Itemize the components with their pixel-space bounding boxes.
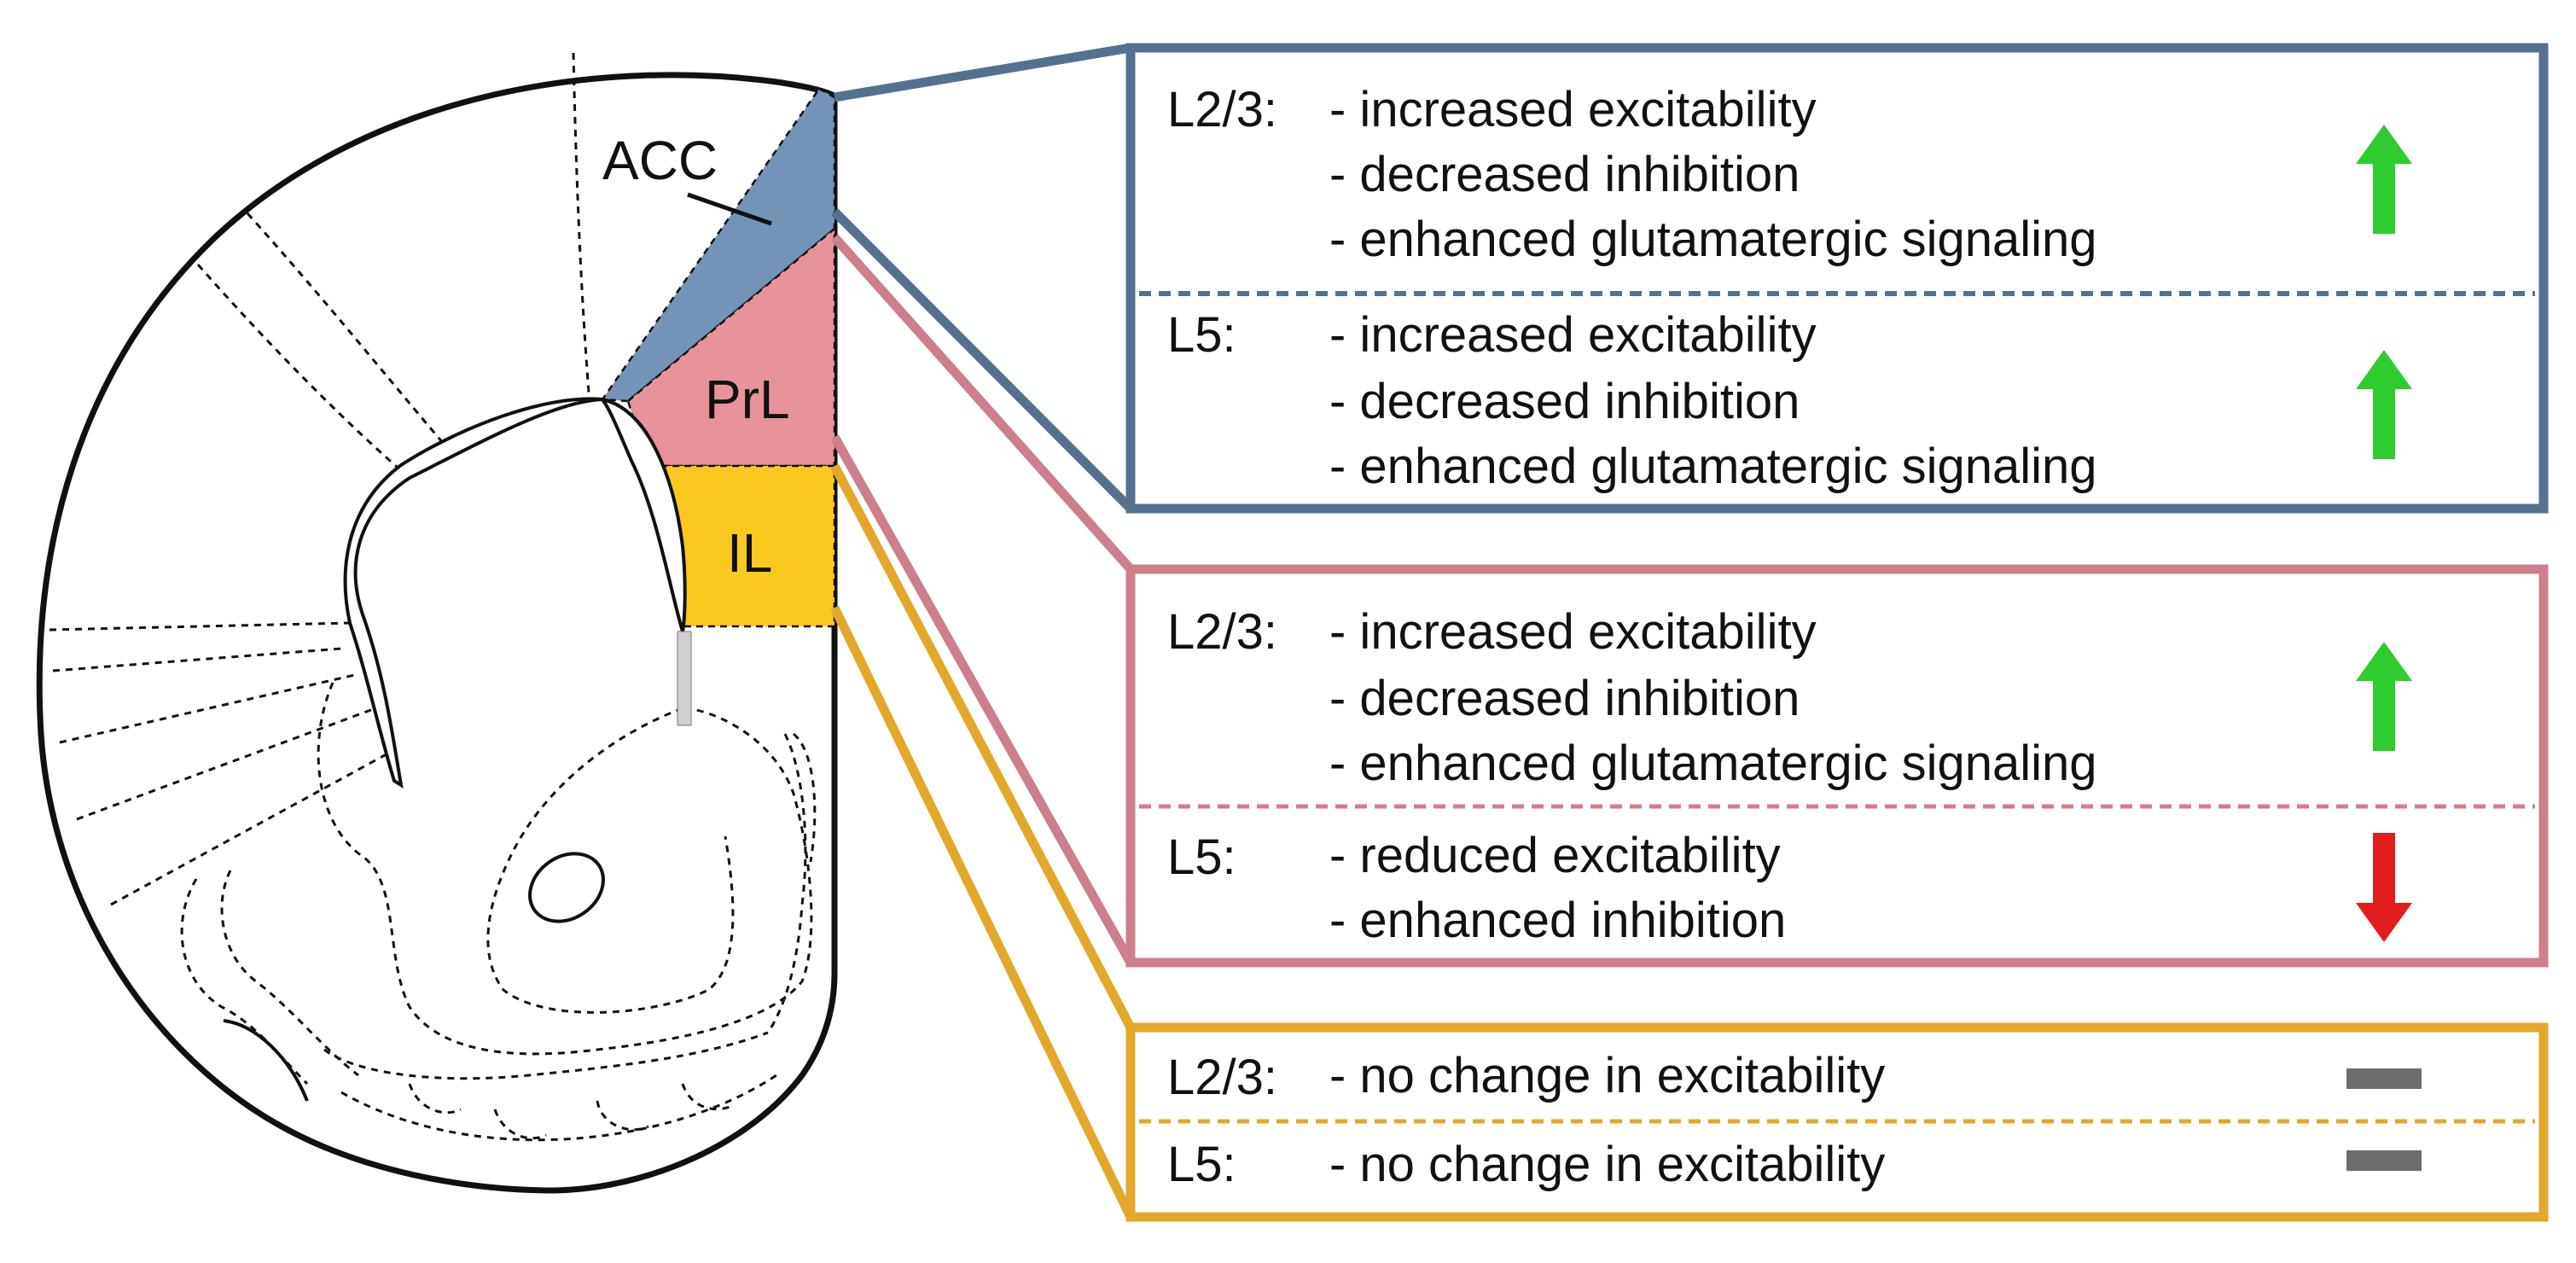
il-l5-layer-label: L5: (1167, 1137, 1236, 1192)
prl-l23-layer-label: L2/3: (1167, 604, 1277, 660)
connector-acc-top (834, 43, 1131, 102)
prl-l5-item-1: - reduced excitability (1329, 828, 1781, 883)
region-label-il: IL (727, 522, 772, 584)
panel-acc: L2/3: - increased excitability - decreas… (1125, 43, 2549, 514)
brain-section: ACC PrL IL (36, 52, 838, 1194)
acc-l5-item-3: - enhanced glutamatergic signaling (1329, 439, 2097, 494)
panel-il: L2/3: - no change in excitability L5: - … (1125, 1022, 2549, 1222)
il-l23-item-1: - no change in excitability (1329, 1048, 1885, 1103)
acc-l5-item-2: - decreased inhibition (1329, 374, 1800, 429)
connector-prl-bottom (830, 434, 1135, 965)
dash-icon (2346, 1150, 2422, 1171)
up-arrow-icon (2356, 125, 2412, 234)
acc-l23-layer-label: L2/3: (1167, 82, 1277, 137)
acc-l23-item-1: - increased excitability (1329, 82, 1817, 137)
acc-l23-item-2: - decreased inhibition (1329, 147, 1800, 202)
prl-l23-item-3: - enhanced glutamatergic signaling (1329, 736, 2097, 791)
il-l23-layer-label: L2/3: (1167, 1050, 1277, 1105)
panel-prl-border (1125, 564, 2549, 968)
prl-l5-item-2: - enhanced inhibition (1329, 893, 1786, 948)
prl-l23-item-2: - decreased inhibition (1329, 671, 1800, 726)
olfactory-curve (223, 1019, 309, 1102)
region-acc-fill (600, 87, 836, 403)
connector-prl-top (830, 234, 1135, 573)
anterior-commissure-oval (528, 852, 605, 923)
connector-il-bottom (830, 605, 1135, 1219)
acc-pointer-line (687, 192, 772, 226)
region-label-acc: ACC (602, 130, 718, 191)
up-arrow-icon (2356, 350, 2412, 459)
down-arrow-icon (2356, 833, 2412, 942)
up-arrow-icon (2356, 642, 2412, 751)
connector-il-top (830, 463, 1135, 1030)
panel-prl: L2/3: - increased excitability - decreas… (1125, 564, 2549, 968)
midline-gray-bar (677, 631, 692, 726)
dash-icon (2346, 1068, 2422, 1089)
acc-l5-layer-label: L5: (1167, 307, 1236, 363)
connectors (830, 43, 1135, 1219)
acc-l5-item-1: - increased excitability (1329, 307, 1817, 363)
panel-acc-border (1125, 43, 2549, 514)
prl-l5-layer-label: L5: (1167, 829, 1236, 885)
il-l5-item-1: - no change in excitability (1329, 1137, 1885, 1192)
connector-acc-bottom (831, 208, 1134, 512)
acc-l23-item-3: - enhanced glutamatergic signaling (1329, 212, 2097, 267)
prl-l23-item-1: - increased excitability (1329, 604, 1817, 660)
dotted-boundaries (49, 52, 817, 1142)
region-label-prl: PrL (705, 369, 790, 430)
